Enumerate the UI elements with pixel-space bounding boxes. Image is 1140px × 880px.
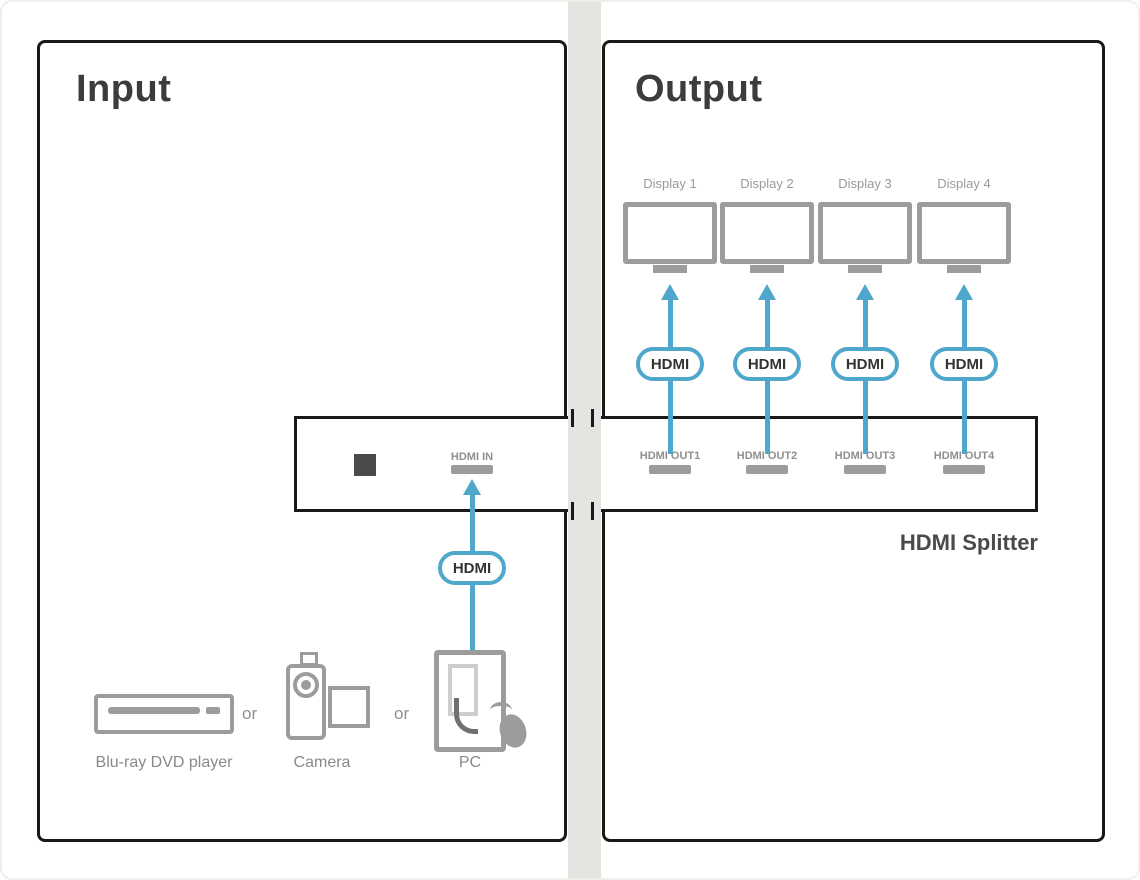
display-label: Display 2 xyxy=(740,176,794,191)
output-port-label: HDMI OUT1 xyxy=(639,450,701,462)
hdmi-badge: HDMI xyxy=(930,347,998,381)
hdmi-badge: HDMI xyxy=(831,347,899,381)
cut-mark xyxy=(591,502,594,520)
display-label: Display 3 xyxy=(838,176,892,191)
display-stand xyxy=(653,265,687,273)
arrow-head-icon xyxy=(856,284,874,300)
hdmi-input-port xyxy=(451,465,493,474)
hdmi-output-port xyxy=(746,465,788,474)
output-port-label: HDMI OUT3 xyxy=(834,450,896,462)
cut-mark xyxy=(591,409,594,427)
camera-screen xyxy=(328,686,370,728)
display-stand xyxy=(750,265,784,273)
camera-label: Camera xyxy=(293,754,351,771)
camera-lens-icon xyxy=(293,672,319,698)
pc-label: PC xyxy=(458,754,482,771)
mouse-cable xyxy=(490,702,512,718)
display-icon xyxy=(917,202,1011,264)
arrow-head-icon xyxy=(955,284,973,300)
player-icon xyxy=(94,694,234,734)
cut-mark xyxy=(571,502,574,520)
output-title: Output xyxy=(635,68,763,110)
hdmi-output-port xyxy=(943,465,985,474)
hdmi-badge: HDMI xyxy=(438,551,506,585)
hdmi-badge: HDMI xyxy=(733,347,801,381)
hdmi-badge: HDMI xyxy=(636,347,704,381)
player-disc-slot xyxy=(108,707,200,714)
or-text: or xyxy=(394,704,410,723)
hdmi-output-port xyxy=(649,465,691,474)
or-text: or xyxy=(242,704,258,723)
display-icon xyxy=(720,202,814,264)
splitter-name: HDMI Splitter xyxy=(899,530,1038,555)
output-port-label: HDMI OUT4 xyxy=(933,450,995,462)
power-port xyxy=(354,454,376,476)
display-stand xyxy=(947,265,981,273)
display-icon xyxy=(818,202,912,264)
input-title: Input xyxy=(76,68,172,110)
arrow-head-icon xyxy=(463,479,481,495)
camera-lens-center xyxy=(301,680,311,690)
display-icon xyxy=(623,202,717,264)
arrow-head-icon xyxy=(661,284,679,300)
cut-mark xyxy=(571,409,574,427)
display-label: Display 4 xyxy=(937,176,991,191)
display-stand xyxy=(848,265,882,273)
display-label: Display 1 xyxy=(643,176,697,191)
panel-divider xyxy=(568,2,601,878)
player-button xyxy=(206,707,220,714)
output-port-label: HDMI OUT2 xyxy=(736,450,798,462)
input-port-label: HDMI IN xyxy=(450,451,494,463)
hdmi-output-port xyxy=(844,465,886,474)
splitter-box xyxy=(294,416,1038,512)
arrow-head-icon xyxy=(758,284,776,300)
player-label: Blu-ray DVD player xyxy=(95,754,233,771)
pc-detail xyxy=(454,698,478,734)
